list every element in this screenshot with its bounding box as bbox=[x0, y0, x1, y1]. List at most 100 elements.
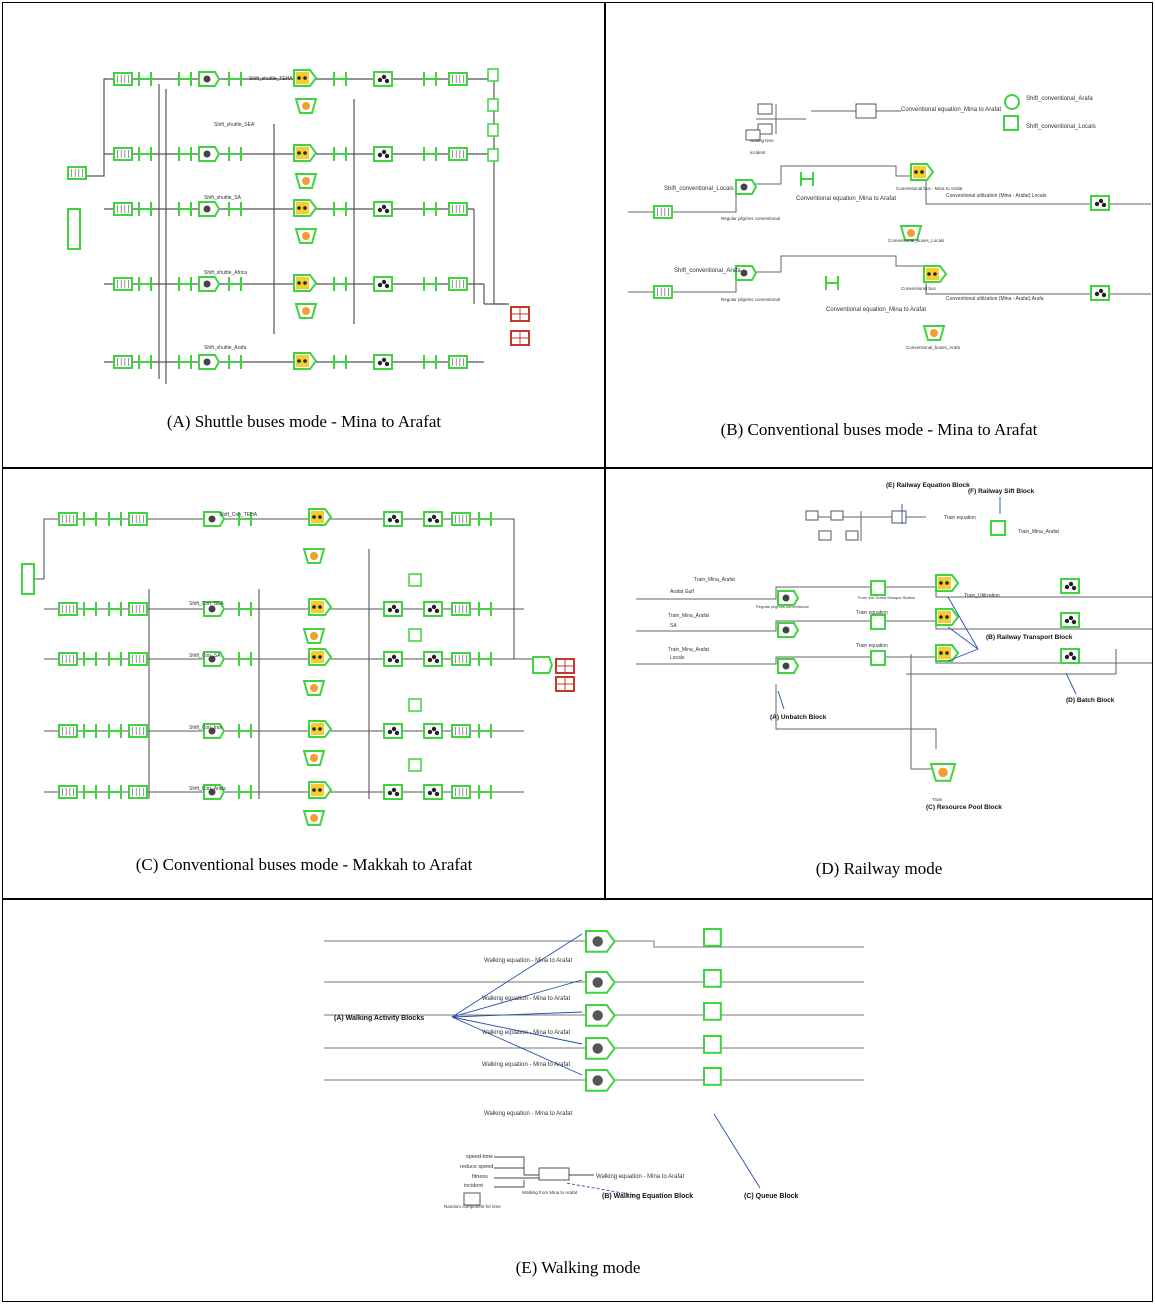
resource-pool-block bbox=[302, 750, 326, 766]
panel-c-diagram: Shift_Con_TEHA Shift_Con_SEA Shift_Con_S… bbox=[21, 508, 575, 826]
batch-block bbox=[373, 71, 393, 87]
c-shift-2: Shift_Con_SEA bbox=[189, 601, 224, 607]
batch-block bbox=[373, 354, 393, 370]
resource-pool-block bbox=[899, 225, 923, 241]
queue-block bbox=[128, 652, 148, 666]
batch-block bbox=[1090, 285, 1110, 301]
b-pilgrims-1: Regular pilgrims conventional bbox=[721, 216, 780, 221]
equation-block bbox=[745, 129, 761, 141]
gate-block bbox=[138, 72, 152, 86]
equation-block bbox=[757, 103, 773, 115]
queue-block bbox=[653, 205, 673, 219]
shift-block bbox=[1003, 115, 1019, 131]
batch-block bbox=[423, 784, 443, 800]
queue-block bbox=[58, 724, 78, 738]
b-waiting: waiting time bbox=[750, 138, 774, 143]
queue-block bbox=[113, 202, 133, 216]
resource-pool-block bbox=[294, 228, 318, 244]
activity-block bbox=[585, 1069, 616, 1092]
queue-block bbox=[448, 72, 468, 86]
queue-block bbox=[653, 285, 673, 299]
activity-block bbox=[308, 508, 333, 526]
gate-block bbox=[333, 72, 347, 86]
equation-block bbox=[757, 123, 773, 135]
activity-block bbox=[308, 720, 333, 738]
panel-c-conventional-makkah: Shift_Con_TEHA Shift_Con_SEA Shift_Con_S… bbox=[4, 469, 604, 897]
resource-pool-block bbox=[294, 303, 318, 319]
batch-block bbox=[383, 511, 403, 527]
batch-block bbox=[383, 723, 403, 739]
gate-block bbox=[333, 147, 347, 161]
gate-block bbox=[423, 202, 437, 216]
equation-block bbox=[463, 1192, 481, 1206]
gate-block bbox=[333, 355, 347, 369]
resource-pool-block bbox=[294, 173, 318, 189]
caption-a: (A) Shuttle buses mode - Mina to Arafat bbox=[166, 412, 442, 431]
horizontal-divider-1 bbox=[2, 467, 1153, 469]
b-util-2: Conventional utilization (Mina - Arafat)… bbox=[946, 296, 1044, 302]
queue-block bbox=[113, 72, 133, 86]
gate-block bbox=[138, 277, 152, 291]
gate-block bbox=[228, 202, 242, 216]
gate-block bbox=[178, 277, 192, 291]
d-train-equation: Train equation bbox=[944, 515, 976, 521]
activity-block bbox=[935, 644, 960, 662]
b-shift-locals: Shift_conventional_Locals bbox=[1026, 124, 1096, 130]
queue-square-block bbox=[870, 580, 886, 596]
unbatch-block bbox=[198, 354, 221, 370]
shift-block bbox=[408, 573, 422, 587]
c-shift-1: Shift_Con_TEHA bbox=[219, 512, 258, 518]
b-shift-arafa: Shift_conventional_Arafa bbox=[1026, 96, 1093, 102]
equation-block bbox=[830, 510, 844, 521]
vertical-divider-top bbox=[604, 2, 606, 468]
e-eq-1: Walking equation - Mina to Arafat bbox=[484, 958, 572, 964]
e-equation-wiring bbox=[494, 1156, 594, 1188]
d-train-equation-2: Train equation bbox=[856, 610, 888, 616]
d-arrows bbox=[777, 497, 1077, 710]
d-sa: SA bbox=[670, 623, 677, 629]
queue-square-block bbox=[703, 1067, 722, 1086]
b-shift-arafa-low: Shift_conventional_Arafa bbox=[674, 268, 741, 274]
panel-d-railway: (E) Railway Equation Block (F) Railway S… bbox=[606, 469, 1152, 897]
shift-block bbox=[990, 520, 1006, 536]
queue-block bbox=[451, 652, 471, 666]
d-train-equation-3: Train equation bbox=[856, 643, 888, 649]
batch-block bbox=[1060, 612, 1080, 628]
queue-square-block bbox=[703, 969, 722, 988]
e-speed-time: speed-time bbox=[466, 1154, 493, 1160]
d-train: Train bbox=[932, 797, 943, 802]
resource-pool-block bbox=[302, 628, 326, 644]
d-equation-block: (E) Railway Equation Block bbox=[886, 482, 970, 489]
shift-block bbox=[487, 148, 499, 162]
shift-block bbox=[487, 123, 499, 137]
panel-b-conventional-buses: Conventional equation_Mina to Arafat Shi… bbox=[606, 4, 1152, 466]
d-train-label-4: Train_Mina_Arafat bbox=[1018, 529, 1060, 535]
resource-pool-block bbox=[302, 810, 326, 826]
b-util-1: Conventional utilization (Mina - Arafat)… bbox=[946, 193, 1047, 199]
batch-block bbox=[373, 276, 393, 292]
queue-block bbox=[113, 277, 133, 291]
queue-block bbox=[448, 277, 468, 291]
activity-block bbox=[308, 648, 333, 666]
gate-block bbox=[238, 724, 252, 738]
unbatch-block bbox=[203, 723, 226, 739]
resource-pool-block bbox=[929, 763, 957, 782]
resource-pool-block bbox=[922, 325, 946, 341]
caption-e: (E) Walking mode bbox=[515, 1258, 641, 1277]
batch-block bbox=[383, 601, 403, 617]
e-eq-out: Walking equation - Mina to Arafat bbox=[596, 1174, 684, 1180]
unbatch-block bbox=[198, 201, 221, 217]
activity-block bbox=[935, 608, 960, 626]
e-fitness: fitness bbox=[472, 1174, 488, 1180]
queue-block bbox=[448, 147, 468, 161]
gate-block bbox=[238, 602, 252, 616]
batch-block bbox=[373, 201, 393, 217]
b-eq-1: Conventional equation_Mina to Arafat bbox=[796, 196, 896, 202]
batch-block bbox=[423, 511, 443, 527]
batch-block bbox=[1090, 195, 1110, 211]
d-transport-block: (B) Railway Transport Block bbox=[986, 634, 1073, 641]
e-random-component: Random component for time bbox=[444, 1204, 501, 1209]
gate-block bbox=[108, 602, 122, 616]
d-train-label-3: Train_Mina_Arafat bbox=[668, 647, 710, 653]
caption-c: (C) Conventional buses mode - Makkah to … bbox=[135, 855, 473, 874]
